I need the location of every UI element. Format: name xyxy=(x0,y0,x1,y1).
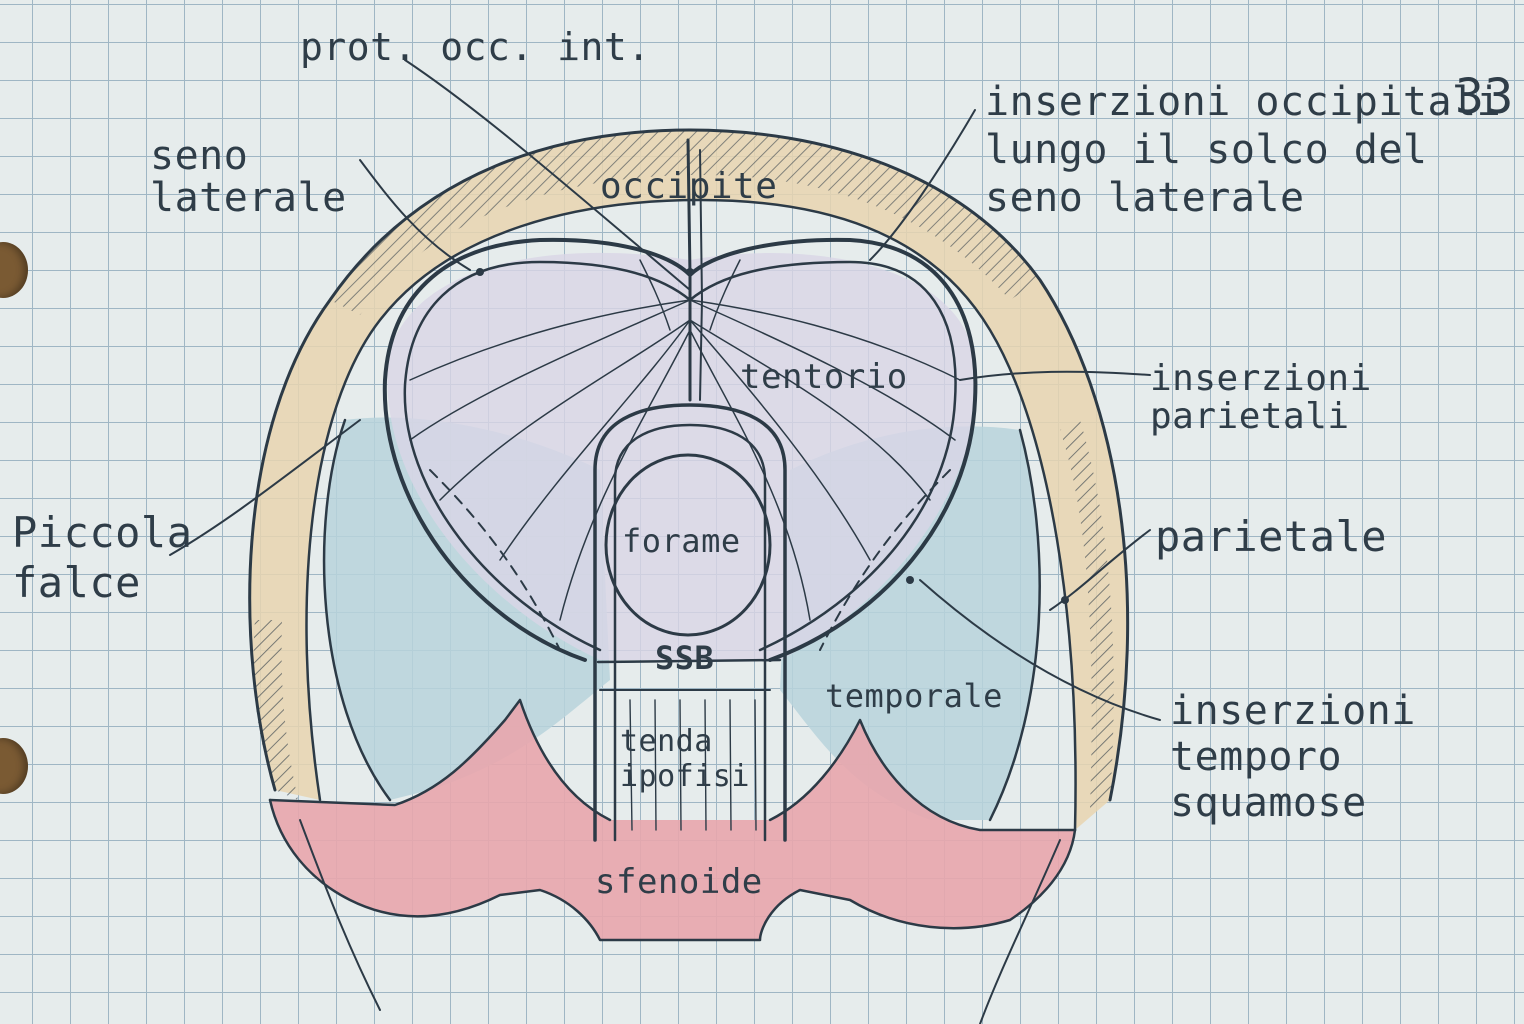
label-temporale: temporale xyxy=(825,680,1003,714)
label-occipite: occipite xyxy=(600,168,777,206)
label-ssb: SSB xyxy=(655,642,714,676)
label-tenda-ipofisi: tenda ipofisi xyxy=(620,725,750,794)
label-inserzioni-temporo-squamose: inserzioni temporo squamose xyxy=(1170,688,1416,826)
label-sfenoide: sfenoide xyxy=(595,865,763,901)
label-seno-laterale: seno laterale xyxy=(150,135,347,219)
label-piccola-falce: Piccola falce xyxy=(12,508,193,609)
label-inserzioni-occipitali: inserzioni occipitali lungo il solco del… xyxy=(985,78,1501,222)
label-inserzioni-parietali: inserzioni parietali xyxy=(1150,360,1372,436)
label-forame: forame xyxy=(622,525,741,559)
label-prot-occ-int: prot. occ. int. xyxy=(300,28,651,68)
label-parietale: parietale xyxy=(1155,515,1387,559)
label-tentorio: tentorio xyxy=(740,360,908,396)
